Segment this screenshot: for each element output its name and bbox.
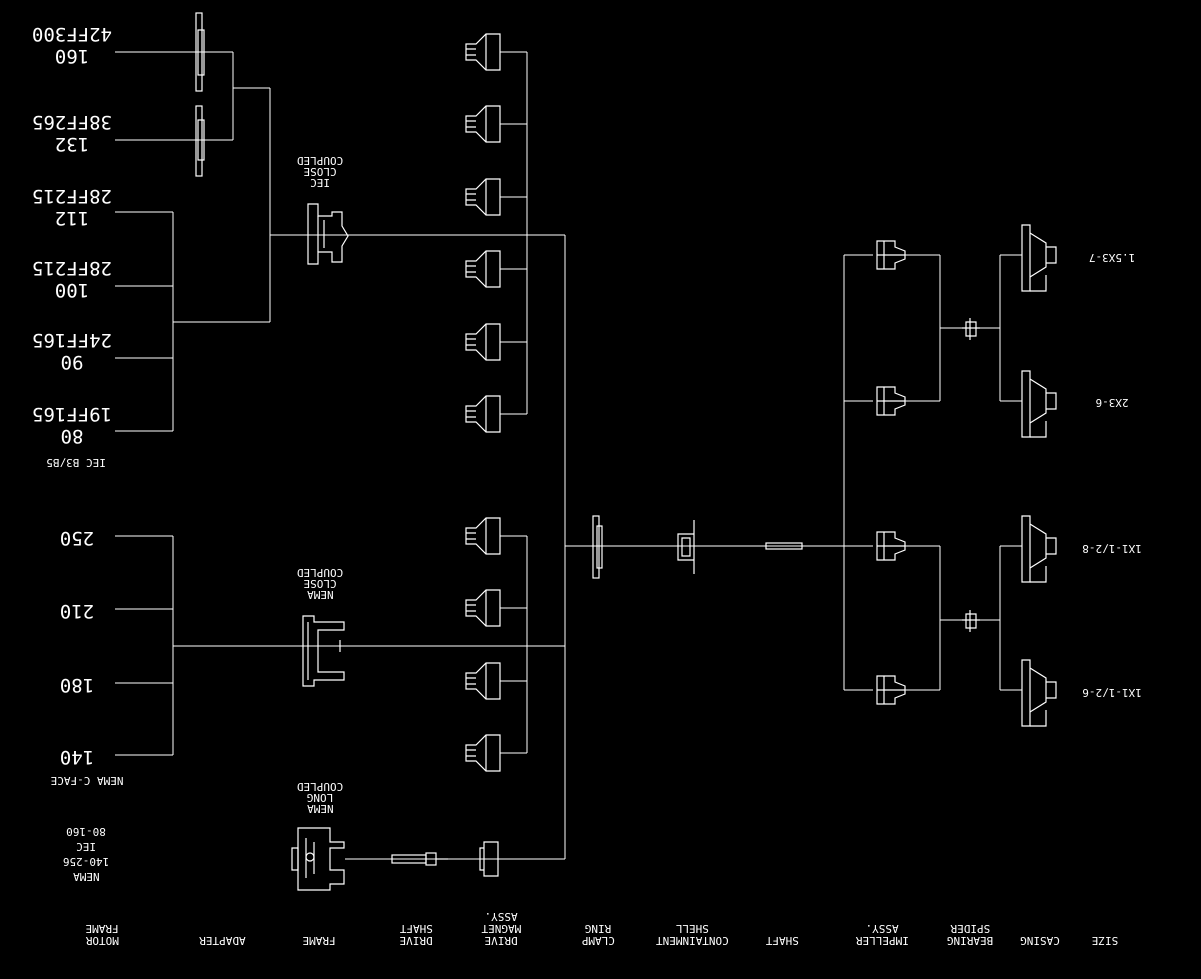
drive-magnet-column [465, 33, 501, 772]
drive-shaft-part[interactable] [391, 852, 448, 866]
column-header-frame: FRAME [302, 934, 335, 947]
column-header-adapter: ADAPTER [199, 934, 246, 947]
shaft-part[interactable] [765, 542, 803, 550]
iec-motor-frame: 100 [55, 279, 89, 301]
long-coupled-motor-note: 80-160 [66, 825, 106, 838]
column-header-casing: CASING [1020, 934, 1060, 947]
nema-motor-frame: 180 [60, 674, 94, 696]
long-coupled-motor-note: NEMA [73, 870, 100, 883]
drive-magnet-long-coupled[interactable] [479, 841, 499, 877]
long-coupled-motor-note: 140-256 [63, 855, 109, 868]
frame-label-nema-close: COUPLED [297, 566, 343, 579]
iec-motor-code: 28FF215 [32, 257, 112, 279]
adapter-plate-small[interactable] [195, 105, 205, 177]
bearing-spider-upper[interactable] [962, 318, 980, 340]
column-header-drive-magnet: DRIVE [484, 934, 517, 947]
column-header-containment-shell: SHELL [675, 922, 708, 935]
column-header-size: SIZE [1092, 934, 1119, 947]
containment-shell-part[interactable] [677, 520, 695, 574]
column-header-containment-shell: CONTAINMENT [656, 934, 729, 947]
impeller-part[interactable] [876, 675, 906, 705]
impeller-part[interactable] [876, 531, 906, 561]
pump-size-label: 1.5X3-7 [1089, 251, 1135, 264]
iec-motor-frame: 90 [61, 351, 84, 373]
column-header-impeller: ASSY. [865, 922, 898, 935]
impeller-part[interactable] [876, 240, 906, 270]
long-coupled-motor-note: IEC [76, 840, 96, 853]
iec-motor-code: 42FF300 [32, 23, 112, 45]
iec-motor-code: 28FF215 [32, 185, 112, 207]
drive-magnet-part[interactable] [465, 662, 501, 700]
column-header-motor-frame: MOTOR [85, 934, 118, 947]
adapter-plate-large[interactable] [195, 12, 205, 92]
column-header-drive-shaft: SHAFT [399, 922, 432, 935]
drive-magnet-part[interactable] [465, 395, 501, 433]
drive-magnet-part[interactable] [465, 105, 501, 143]
casing-column [1021, 224, 1057, 727]
pump-size-label: 2X3-6 [1095, 396, 1128, 409]
iec-motor-frame: 160 [55, 45, 89, 67]
column-header-shaft: SHAFT [765, 934, 798, 947]
iec-motor-code: 19FF165 [32, 403, 112, 425]
iec-motor-code: 38FF265 [32, 111, 112, 133]
bearing-spider-lower[interactable] [962, 610, 980, 632]
frame-label-nema-long: COUPLED [297, 780, 343, 793]
nema-motor-frame: 140 [60, 746, 94, 768]
column-header-drive-shaft: DRIVE [399, 934, 432, 947]
connector-lines [115, 51, 1022, 860]
column-header-drive-magnet: ASSY. [484, 910, 517, 923]
nema-motor-frame: 210 [60, 600, 94, 622]
column-header-drive-magnet: MAGNET [481, 922, 521, 935]
frame-label-nema-close: NEMA [307, 588, 334, 601]
frame-label-nema-long: NEMA [307, 802, 334, 815]
nema-group-label: NEMA C-FACE [51, 774, 124, 787]
casing-part[interactable] [1021, 659, 1057, 727]
column-header-bearing-spider: SPIDER [950, 922, 990, 935]
column-header-motor-frame: FRAME [85, 922, 118, 935]
nema-motor-frame: 250 [60, 527, 94, 549]
casing-part[interactable] [1021, 224, 1057, 292]
drive-magnet-part[interactable] [465, 589, 501, 627]
iec-group-label: IEC B3/B5 [46, 456, 106, 469]
frame-label-iec-close: COUPLED [297, 154, 343, 167]
drive-magnet-part[interactable] [465, 33, 501, 71]
iec-motor-frame: 112 [55, 207, 89, 229]
frame-label-iec-close: IEC [310, 176, 330, 189]
impeller-part[interactable] [876, 386, 906, 416]
pump-size-label: 1X1-1/2-8 [1082, 542, 1142, 555]
frame-label-nema-close: CLOSE [303, 577, 336, 590]
drive-magnet-part[interactable] [465, 734, 501, 772]
frame-iec-close-coupled[interactable] [307, 203, 349, 265]
frame-label-nema-long: LONG [307, 791, 334, 804]
iec-motor-frame: 132 [55, 133, 89, 155]
pump-size-label: 1X1-1/2-6 [1082, 686, 1142, 699]
column-header-clamp-ring: RING [585, 922, 612, 935]
drive-magnet-part[interactable] [465, 323, 501, 361]
column-header-clamp-ring: CLAMP [581, 934, 614, 947]
casing-part[interactable] [1021, 370, 1057, 438]
column-header-bearing-spider: BEARING [947, 934, 993, 947]
column-header-impeller: IMPELLER [856, 934, 909, 947]
clamp-ring-part[interactable] [592, 515, 603, 579]
iec-motor-frame: 80 [61, 425, 84, 447]
drive-magnet-part[interactable] [465, 178, 501, 216]
frame-label-iec-close: CLOSE [303, 165, 336, 178]
casing-part[interactable] [1021, 515, 1057, 583]
drive-magnet-part[interactable] [465, 250, 501, 288]
drive-magnet-part[interactable] [465, 517, 501, 555]
impeller-column [876, 240, 906, 705]
iec-motor-code: 24FF165 [32, 329, 112, 351]
frame-nema-long-coupled[interactable] [291, 827, 345, 891]
frame-nema-close-coupled[interactable] [302, 615, 345, 687]
